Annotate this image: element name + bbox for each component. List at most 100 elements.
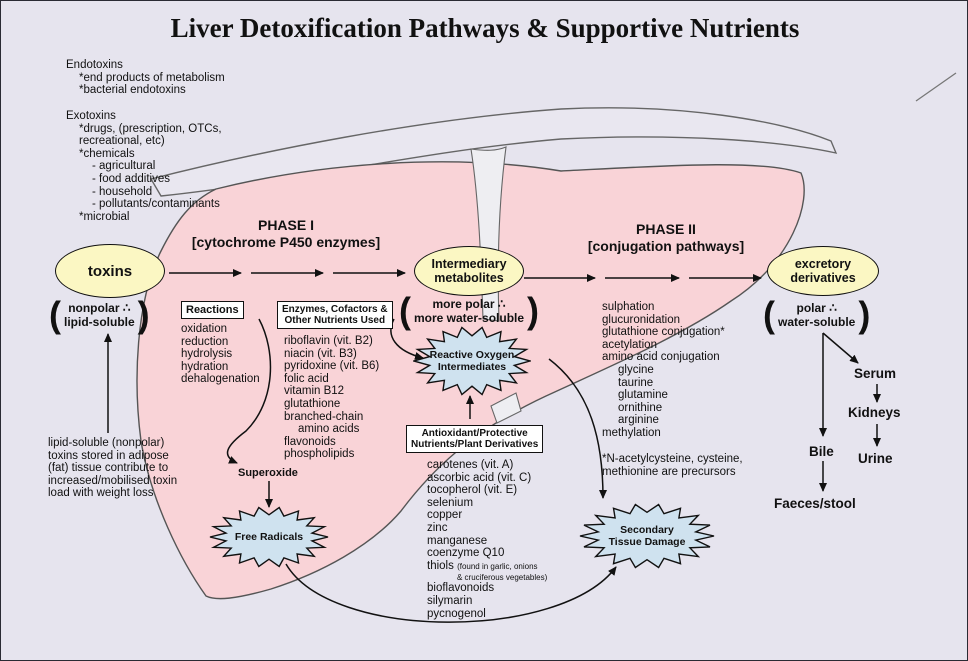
thiols-label: thiols xyxy=(427,559,454,572)
enzymes-list: riboflavin (vit. B2) niacin (vit. B3) py… xyxy=(284,335,379,461)
exotoxin-line: - pollutants/contaminants xyxy=(92,198,220,211)
reaction-item: hydration xyxy=(181,360,229,373)
exotoxin-line: - food additives xyxy=(92,172,170,185)
enzyme-item: amino acids xyxy=(298,423,360,436)
adipose-note: lipid-soluble (nonpolar) toxins stored i… xyxy=(48,437,177,500)
reaction-item: dehalogenation xyxy=(181,373,260,386)
antioxidant-box: Antioxidant/Protective Nutrients/Plant D… xyxy=(406,425,544,453)
enzymes-heading: Other Nutrients Used xyxy=(284,315,386,326)
antioxidant-item: selenium xyxy=(427,496,474,509)
phase1-heading: PHASE I [cytochrome P450 enzymes] xyxy=(166,217,406,251)
note-line: methionine are precursors xyxy=(602,465,736,478)
toxins-label: toxins xyxy=(87,262,133,280)
intermediary-label: metabolites xyxy=(434,271,504,285)
ros-label: Reactive Oxygen xyxy=(429,349,515,361)
enzyme-item: niacin (vit. B3) xyxy=(284,347,357,360)
note-line: increased/mobilised toxin xyxy=(48,474,178,487)
antioxidant-item: bioflavonoids xyxy=(427,582,495,595)
antioxidant-list: carotenes (vit. A) ascorbic acid (vit. C… xyxy=(427,459,547,620)
amino-acid-item: taurine xyxy=(618,376,654,389)
property-line: water-soluble xyxy=(778,315,856,329)
antioxidant-item: manganese xyxy=(427,534,488,547)
antioxidant-item: coenzyme Q10 xyxy=(427,547,505,560)
reaction-item: reduction xyxy=(181,335,229,348)
diagram-title: Liver Detoxification Pathways & Supporti… xyxy=(170,13,800,43)
free-radicals-label: Free Radicals xyxy=(234,531,304,543)
intermediary-property: ( more polar ∴more water-soluble ) xyxy=(399,290,540,331)
phase2-subtitle: [conjugation pathways] xyxy=(587,238,745,254)
enzyme-item: phospholipids xyxy=(284,448,355,461)
enzyme-item: branched-chain xyxy=(284,410,364,423)
faeces-label: Faeces/stool xyxy=(774,496,856,511)
antioxidant-item: copper xyxy=(427,509,463,522)
antioxidant-item: thiols (found in garlic, onions xyxy=(427,560,547,574)
antioxidant-item: zinc xyxy=(427,521,448,534)
free-radicals-burst: Free Radicals xyxy=(209,506,329,568)
toxins-oval: toxins xyxy=(55,244,165,298)
note-line: load with weight loss xyxy=(48,487,154,500)
enzymes-box: Enzymes, Cofactors & Other Nutrients Use… xyxy=(277,301,393,329)
secondary-label: Secondary xyxy=(620,524,674,536)
endotoxins-heading: Endotoxins xyxy=(66,59,123,71)
note-line: *N-acetylcysteine, cysteine, xyxy=(602,453,743,465)
reaction-item: hydrolysis xyxy=(181,348,233,361)
reactions-box: Reactions xyxy=(181,301,244,319)
conjugation-item: acetylation xyxy=(602,338,657,351)
burst-shape xyxy=(209,506,329,568)
conjugation-item: methylation xyxy=(602,426,661,439)
antioxidant-item: tocopherol (vit. E) xyxy=(427,484,518,497)
phase2-heading: PHASE II [conjugation pathways] xyxy=(561,221,771,255)
ros-label: Intermediates xyxy=(437,361,507,373)
note-line: lipid-soluble (nonpolar) xyxy=(48,437,165,449)
exotoxins-heading: Exotoxins xyxy=(66,110,116,122)
enzyme-item: vitamin B12 xyxy=(284,385,345,398)
antioxidant-item: carotenes (vit. A) xyxy=(427,459,514,471)
phase2-label: PHASE II xyxy=(636,221,696,237)
enzyme-item: glutathione xyxy=(284,397,341,410)
excretory-oval: excretory derivatives xyxy=(767,246,879,296)
phase1-subtitle: [cytochrome P450 enzymes] xyxy=(191,234,381,250)
conjugation-item: sulphation xyxy=(602,301,655,313)
property-line: lipid-soluble xyxy=(64,315,135,329)
burst-shape xyxy=(579,503,715,569)
secondary-label: Tissue Damage xyxy=(608,536,686,548)
exotoxin-line: - household xyxy=(92,185,153,198)
exotoxin-line: *chemicals xyxy=(79,147,135,160)
excretory-label: excretory xyxy=(794,257,852,271)
conjugation-list: sulphation glucuronidation glutathione c… xyxy=(602,301,725,440)
exotoxin-line: - agricultural xyxy=(92,160,156,173)
burst-shape xyxy=(413,326,531,396)
endotoxin-item: *end products of metabolism xyxy=(79,71,225,84)
enzyme-item: pyridoxine (vit. B6) xyxy=(284,360,380,373)
thiols-note: & cruciferous vegetables) xyxy=(457,573,548,583)
amino-acid-item: glycine xyxy=(618,363,654,376)
urine-label: Urine xyxy=(858,451,893,466)
thiols-note: (found in garlic, onions xyxy=(457,561,538,571)
reactions-list: oxidation reduction hydrolysis hydration… xyxy=(181,323,260,386)
antioxidant-heading: Antioxidant/Protective xyxy=(421,428,528,439)
property-line: polar ∴ xyxy=(796,301,837,315)
exotoxin-line: recreational, etc) xyxy=(79,135,165,148)
reaction-item: oxidation xyxy=(181,323,228,335)
antioxidant-heading: Nutrients/Plant Derivatives xyxy=(411,439,539,450)
endotoxin-item: *bacterial endotoxins xyxy=(79,84,186,97)
superoxide-label: Superoxide xyxy=(238,467,298,479)
antioxidant-item: silymarin xyxy=(427,594,473,607)
enzyme-item: riboflavin (vit. B2) xyxy=(284,335,373,347)
excretory-label: derivatives xyxy=(790,271,856,285)
amino-acid-item: glutamine xyxy=(618,389,668,402)
conjugation-item: glucuronidation xyxy=(602,313,681,326)
note-line: (fat) tissue contribute to xyxy=(48,462,169,475)
exotoxin-line: *microbial xyxy=(79,210,130,223)
note-line: toxins stored in adipose xyxy=(48,449,169,462)
intermediary-label: Intermediary xyxy=(431,257,507,271)
antioxidant-item: pycnogenol xyxy=(427,607,486,620)
antioxidant-item: ascorbic acid (vit. C) xyxy=(427,471,532,484)
endotoxins-list: Endotoxins *end products of metabolism *… xyxy=(66,59,225,97)
excretory-property: ( polar ∴water-soluble ) xyxy=(763,294,871,335)
intermediary-oval: Intermediary metabolites xyxy=(414,246,524,296)
bile-label: Bile xyxy=(809,444,834,459)
